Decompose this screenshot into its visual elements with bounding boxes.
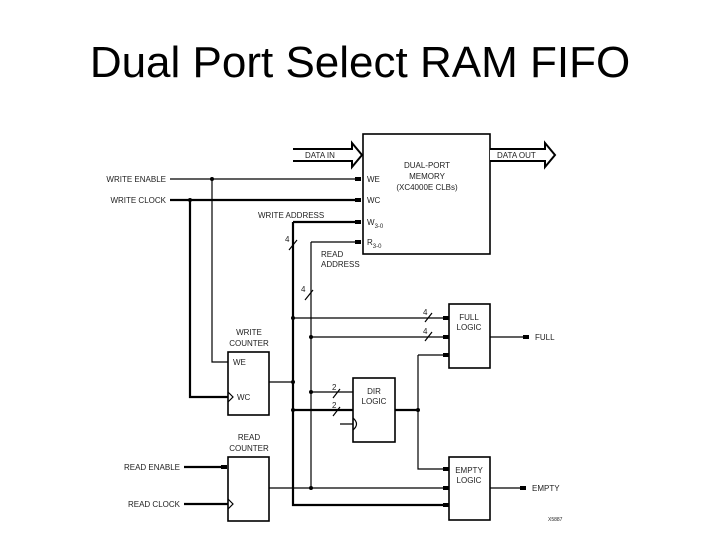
dir-logic-label: DIR [367,387,381,396]
memory-label: DUAL-PORT [404,161,450,170]
figure-id: X5887 [548,517,563,523]
read-enable-label: READ ENABLE [124,463,180,472]
memory-label: (XC4000E CLBs) [396,183,458,192]
bus-width-label: 2 [332,401,337,410]
pin-wc: WC [237,393,251,402]
read-counter-label: COUNTER [229,444,269,453]
pin-wc: WC [367,196,381,205]
memory-label: MEMORY [409,172,446,181]
pin-we: WE [233,358,246,367]
empty-logic-label: LOGIC [457,476,482,485]
data-out-label: DATA OUT [497,151,536,160]
read-clock-label: READ CLOCK [128,500,181,509]
empty-logic-label: EMPTY [455,466,483,475]
bus-width-label: 4 [301,285,306,294]
write-counter-label: WRITE [236,328,262,337]
read-counter-block [227,456,270,522]
data-in-label: DATA IN [305,151,335,160]
data-out-arrow [490,140,557,170]
read-address-label: READ [321,250,343,259]
write-counter-block [227,351,270,416]
full-logic-label: LOGIC [457,323,482,332]
write-clock-label: WRITE CLOCK [110,196,166,205]
bus-width-label: 4 [285,235,290,244]
bus-width-label: 4 [423,327,428,336]
data-in-arrow [293,140,364,170]
read-address-label: ADDRESS [321,260,360,269]
write-counter-label: COUNTER [229,339,269,348]
full-logic-label: FULL [459,313,479,322]
pin-w: W3-0 [367,218,384,230]
bus-width-label: 2 [332,383,337,392]
write-address-label: WRITE ADDRESS [258,211,324,220]
write-enable-label: WRITE ENABLE [106,175,166,184]
dir-logic-label: LOGIC [362,397,387,406]
empty-output-label: EMPTY [532,484,560,493]
pin-r: R3-0 [367,238,382,250]
slide-title: Dual Port Select RAM FIFO [89,38,631,87]
read-counter-label: READ [238,433,260,442]
dual-port-memory-block [362,133,491,255]
bus-width-label: 4 [423,308,428,317]
pin-we: WE [367,175,380,184]
full-output-label: FULL [535,333,555,342]
pin-markers [221,177,529,507]
